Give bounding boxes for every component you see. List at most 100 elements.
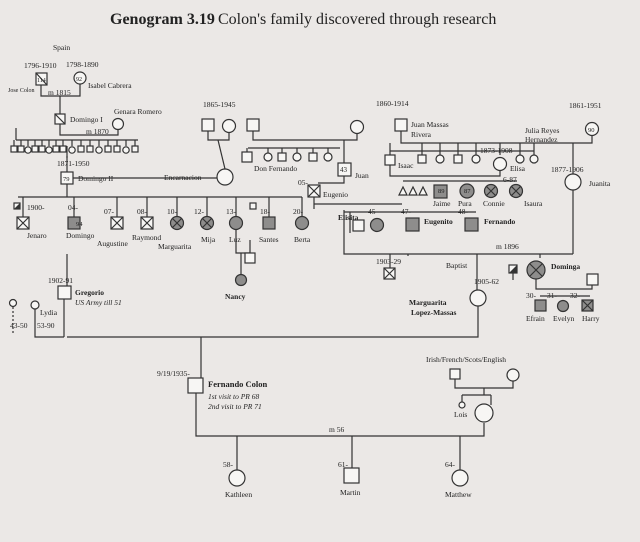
mija-name: Mija — [201, 235, 216, 244]
grandparents-marriage-line — [252, 131, 358, 141]
luz-marriage-line — [235, 229, 251, 254]
marriage-1896: m 1896 — [496, 242, 519, 251]
domingo-i-children — [10, 140, 139, 158]
k10: 10- — [167, 207, 178, 216]
infant-symbol — [418, 185, 428, 196]
marriage-line-1870 — [59, 124, 119, 136]
raymond-name: Raymond — [132, 233, 161, 242]
sibling-symbol — [31, 145, 39, 153]
fernando-lois-marriage — [195, 393, 485, 437]
gregorio-note: US Army till 51 — [75, 298, 122, 307]
isaura-deceased — [510, 185, 522, 197]
eugenito-name: Eugenito — [424, 217, 453, 226]
fernando-colon-name: Fernando Colon — [208, 379, 268, 389]
juan-massas-name: Juan Massas — [411, 120, 449, 129]
isabel-name: Isabel Cabrera — [88, 81, 132, 90]
lydia-line — [34, 309, 64, 338]
child-symbol — [262, 216, 276, 230]
k08: 08- — [137, 207, 148, 216]
sibling-symbol — [10, 145, 18, 153]
connie-name: Connie — [483, 199, 505, 208]
isaac-symbol — [384, 154, 396, 166]
kathleen-symbol — [228, 469, 246, 487]
efrain-symbol — [534, 299, 547, 312]
gregorio-name: Gregorio — [75, 288, 104, 297]
evelyn-symbol — [556, 299, 570, 313]
son-1903-deceased — [383, 267, 396, 280]
small-years: 43-50 — [10, 321, 28, 330]
martin-name: Martin — [340, 488, 361, 497]
luz-spouse-symbol — [244, 252, 256, 264]
jose-years: 1796-1910 — [24, 61, 57, 70]
juan-eugenio-line — [318, 176, 345, 184]
child-symbol — [67, 216, 81, 230]
dominga-name: Dominga — [551, 262, 580, 271]
encarnacion-symbol — [216, 168, 234, 186]
juan-name: Juan — [355, 171, 369, 180]
sibling-symbol — [86, 145, 94, 153]
child-deceased — [140, 216, 154, 230]
elisa-years: 1873-1908 — [480, 146, 513, 155]
k48: 48- — [458, 207, 469, 216]
k45: 45 — [368, 207, 376, 216]
sibling-symbol — [471, 154, 481, 164]
k20: 20- — [293, 207, 304, 216]
k32: 32- — [570, 291, 581, 300]
sibling-symbol — [308, 152, 318, 162]
eugenio-deceased — [307, 184, 321, 198]
child-symbol — [294, 215, 310, 231]
descent-line — [217, 139, 226, 170]
figure-caption: Colon's family discovered through resear… — [218, 11, 496, 28]
marriage-1956: m 56 — [329, 425, 344, 434]
isaura-age: 6-87 — [503, 175, 517, 184]
isaura-name: Isaura — [524, 199, 543, 208]
matthew-name: Matthew — [445, 490, 472, 499]
juan-massas-years: 1860-1914 — [376, 99, 409, 108]
encarnacion-father-symbol — [201, 118, 215, 132]
lois-sibling-symbol — [458, 401, 466, 409]
kathleen-name: Kathleen — [225, 490, 252, 499]
jose-name: Jose Colon — [8, 88, 35, 94]
isaac-elisa-marriage — [389, 165, 501, 177]
sibling-symbol — [113, 145, 121, 153]
pura-age: 87 — [464, 188, 471, 195]
k12: 12- — [194, 207, 205, 216]
jenaro-name: Jenaro — [27, 231, 47, 240]
lois-father-symbol — [449, 368, 461, 380]
luz-name: Luz — [229, 235, 241, 244]
sibling-symbol — [104, 145, 112, 153]
efrain-name: Efrain — [526, 314, 545, 323]
child-deceased — [16, 216, 30, 230]
augustine-name: Augustine — [97, 239, 129, 248]
years-1903-29: 1903-29 — [376, 257, 401, 266]
k47: 47- — [401, 207, 412, 216]
domingo-ii-children — [13, 197, 310, 231]
jaime-age: 89 — [438, 188, 445, 195]
country-spain: Spain — [53, 43, 70, 52]
marriage-1870: m 1870 — [86, 127, 109, 136]
elisa-symbol — [492, 156, 508, 172]
sibling-symbol — [77, 145, 85, 153]
berta-name: Berta — [294, 235, 311, 244]
genara-name: Genara Romero — [114, 107, 162, 116]
k58: 58- — [223, 460, 234, 469]
sibling-symbol — [122, 146, 130, 154]
pura-name: Pura — [458, 199, 472, 208]
baptist-label: Baptist — [446, 261, 468, 270]
dominga-partner-symbol — [586, 273, 599, 286]
jaime-symbol — [433, 184, 448, 199]
don-fernando-symbol — [241, 151, 253, 163]
grandmother-symbol — [349, 119, 365, 135]
juanita-name: Juanita — [589, 179, 611, 188]
pura-symbol — [459, 183, 475, 199]
genara-romero-symbol — [111, 117, 125, 131]
julia-age: 90 — [588, 127, 595, 134]
sibling-symbol — [59, 145, 67, 153]
figure-label: Genogram 3.19 — [110, 11, 215, 28]
domingo-ii-age: 79 — [63, 176, 70, 183]
fernando-visit-2: 2nd visit to PR 71 — [208, 402, 262, 411]
fernando-name: Fernando — [484, 217, 516, 226]
lydia-years: 53-90 — [37, 321, 55, 330]
domingo-ii-years: 1871-1950 — [57, 159, 90, 168]
